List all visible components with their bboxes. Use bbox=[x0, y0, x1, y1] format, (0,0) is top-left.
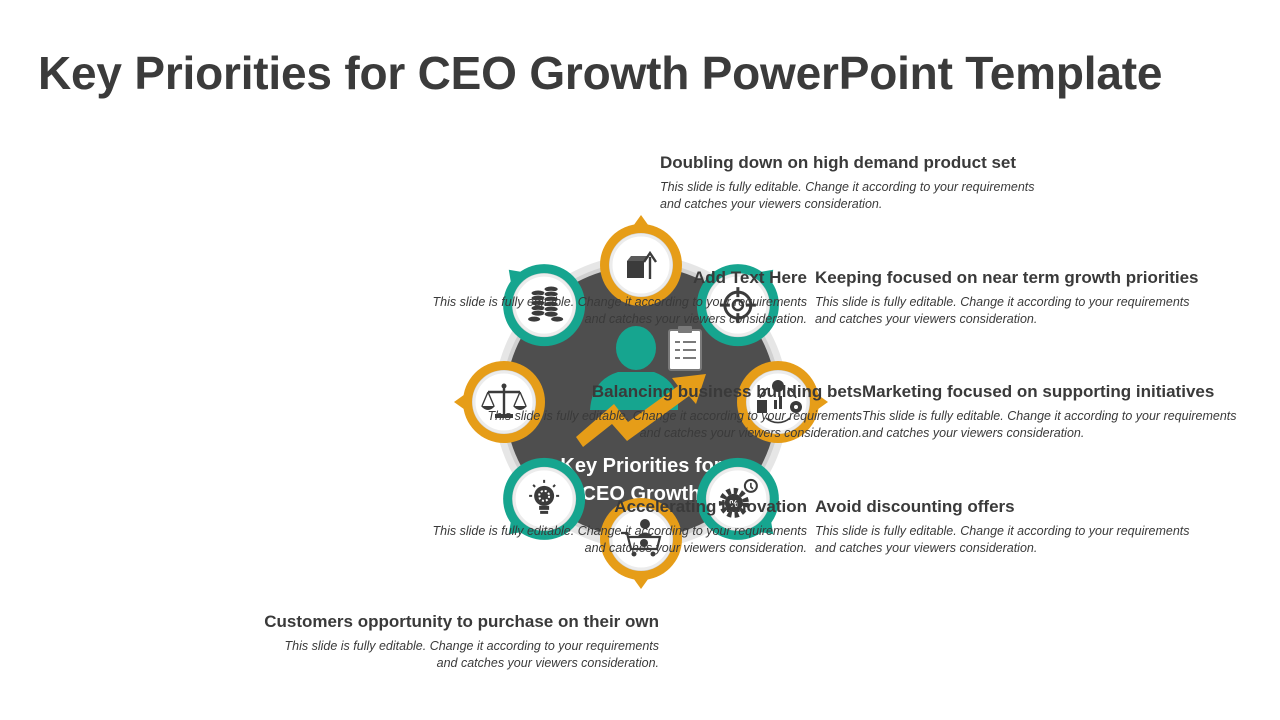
priority-description: This slide is fully editable. Change it … bbox=[402, 408, 863, 442]
priority-description: This slide is fully editable. Change it … bbox=[347, 294, 808, 328]
description-line-2: and catches your viewers consideration. bbox=[584, 312, 807, 326]
lightbulb-gear-icon bbox=[529, 479, 560, 514]
priority-heading: Marketing focused on supporting initiati… bbox=[862, 382, 1215, 401]
description-line-1: This slide is fully editable. Change it … bbox=[284, 639, 660, 653]
person-silhouette-icon bbox=[590, 326, 678, 410]
priority-heading: Avoid discounting offers bbox=[815, 497, 1015, 516]
description-line-1: This slide is fully editable. Change it … bbox=[862, 409, 1237, 423]
priority-description: This slide is fully editable. Change it … bbox=[815, 523, 1275, 557]
priority-label-5: Customers opportunity to purchase on the… bbox=[199, 612, 659, 672]
description-line-1: This slide is fully editable. Change it … bbox=[432, 295, 808, 309]
clipboard-checklist-icon bbox=[668, 326, 702, 371]
description-line-1: This slide is fully editable. Change it … bbox=[487, 409, 863, 423]
priority-node-7 bbox=[454, 361, 545, 443]
description-line-2: and catches your viewers consideration. bbox=[660, 197, 883, 211]
description-line-2: and catches your viewers consideration. bbox=[815, 541, 1038, 555]
priority-label-1: Doubling down on high demand product set… bbox=[660, 153, 1120, 213]
description-line-1: This slide is fully editable. Change it … bbox=[815, 295, 1190, 309]
priority-node-2 bbox=[696, 264, 779, 347]
description-line-2: and catches your viewers consideration. bbox=[436, 656, 659, 670]
target-icon bbox=[719, 287, 756, 324]
priority-heading: Accelerating innovation bbox=[614, 497, 807, 516]
coin-stacks-icon bbox=[528, 285, 564, 322]
description-line-2: and catches your viewers consideration. bbox=[862, 426, 1085, 440]
description-line-2: and catches your viewers consideration. bbox=[584, 541, 807, 555]
priority-label-3: Marketing focused on supporting initiati… bbox=[862, 382, 1280, 442]
center-title-line1: Key Priorities for bbox=[560, 455, 721, 477]
marketing-cycle-icon bbox=[757, 380, 802, 424]
priority-description: This slide is fully editable. Change it … bbox=[862, 408, 1280, 442]
priority-node-8 bbox=[503, 264, 586, 347]
shopping-cart-icon bbox=[621, 519, 662, 557]
priority-heading: Keeping focused on near term growth prio… bbox=[815, 268, 1199, 287]
priority-description: This slide is fully editable. Change it … bbox=[660, 179, 1120, 213]
priority-node-4: % bbox=[696, 457, 779, 540]
priority-heading: Balancing business building bets bbox=[591, 382, 862, 401]
description-line-1: This slide is fully editable. Change it … bbox=[815, 524, 1190, 538]
description-line-2: and catches your viewers consideration. bbox=[815, 312, 1038, 326]
priority-node-6 bbox=[503, 457, 586, 540]
box-up-arrow-icon bbox=[627, 250, 657, 279]
priority-description: This slide is fully editable. Change it … bbox=[815, 294, 1275, 328]
priority-label-2: Keeping focused on near term growth prio… bbox=[815, 268, 1275, 328]
growth-arrow-icon bbox=[576, 374, 706, 447]
priority-node-1 bbox=[600, 215, 682, 306]
page-title: Key Priorities for CEO Growth PowerPoint… bbox=[38, 47, 1163, 99]
priority-heading: Add Text Here bbox=[693, 268, 807, 287]
description-line-2: and catches your viewers consideration. bbox=[639, 426, 862, 440]
priority-description: This slide is fully editable. Change it … bbox=[347, 523, 808, 557]
priority-node-3 bbox=[737, 361, 828, 443]
center-title-line2: CEO Growth bbox=[582, 483, 701, 505]
priority-heading: Customers opportunity to purchase on the… bbox=[264, 612, 659, 631]
balance-scale-icon bbox=[481, 383, 527, 418]
priority-node-5 bbox=[600, 498, 682, 589]
priority-description: This slide is fully editable. Change it … bbox=[199, 638, 660, 672]
priority-heading: Doubling down on high demand product set bbox=[660, 153, 1017, 172]
discount-gear-icon: % bbox=[718, 478, 758, 518]
svg-text:%: % bbox=[729, 499, 738, 510]
description-line-1: This slide is fully editable. Change it … bbox=[660, 180, 1035, 194]
description-line-1: This slide is fully editable. Change it … bbox=[432, 524, 808, 538]
